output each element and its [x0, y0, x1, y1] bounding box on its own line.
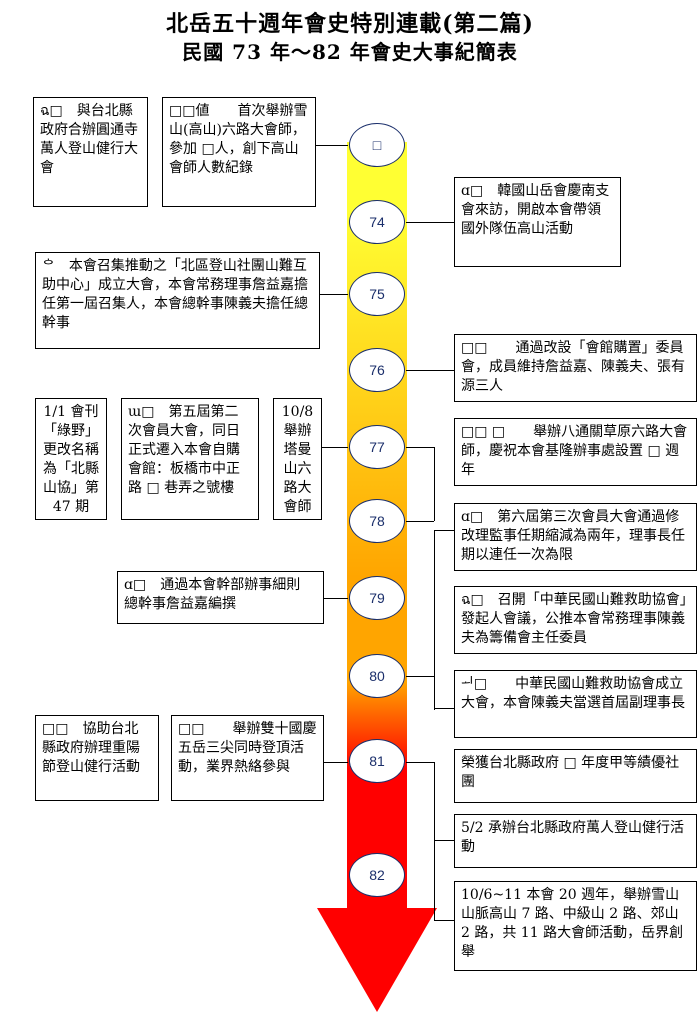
page-subtitle: 民國 73 年～82 年會史大事紀簡表 — [182, 40, 518, 64]
year-circle: 81 — [349, 739, 405, 783]
year-circle: 82 — [349, 853, 405, 897]
event-box-82-a: 5/2 承辦台北縣政府萬人登山健行活動 — [454, 814, 697, 868]
connector-line — [434, 530, 435, 710]
event-box-76: □□ 通過改設「會館購置」委員會，成員維持詹益嘉、陳義夫、張有源三人 — [454, 334, 697, 402]
connector-line — [320, 294, 348, 295]
event-box-82-b: 10/6~11 本會 20 週年，舉辦雪山山脈高山 7 路、中級山 2 路、郊山… — [454, 881, 697, 971]
connector-line — [406, 370, 454, 371]
connector-line — [406, 447, 434, 448]
event-box-81-b: □□ 舉辦雙十國慶五岳三尖同時登頂活動，業界熱絡參與 — [171, 715, 324, 801]
event-box-75: ᅌ 本會召集推動之「北區登山社團山難互助中心」成立大會，本會常務理事詹益嘉擔任第… — [35, 252, 320, 349]
event-box-73-b: □□値 首次舉辦雪山(高山)六路大會師，參加 □人，創下高山會師人數紀錄 — [162, 97, 316, 207]
page-title: 北岳五十週年會史特別連載(第二篇) — [166, 11, 534, 37]
event-box-79-r: ฉ□ 召開「中華民國山難救助協會」發起人會議，公推本會常務理事陳義夫為籌備會主任… — [454, 586, 697, 654]
connector-line — [324, 598, 348, 599]
connector-line — [434, 708, 454, 709]
connector-line — [322, 447, 348, 448]
connector-line — [406, 222, 454, 223]
connector-line — [406, 762, 434, 763]
event-box-77-b: ɯ□ 第五屆第二次會員大會，同日正式遷入本會自購會館：板橋市中正路 □ 巷弄之號… — [121, 398, 259, 520]
event-box-74: ɑ□ 韓國山岳會慶南支會來訪，開啟本會帶領國外隊伍高山活動 — [454, 177, 621, 267]
event-box-79: ɑ□ 通過本會幹部辦事細則 總幹事詹益嘉編撰 — [117, 571, 324, 624]
year-circle: 77 — [349, 425, 405, 469]
event-box-80: ᅬ□ 中華民國山難救助協會成立大會，本會陳義夫當選首屆副理事長 — [454, 670, 697, 738]
event-box-77-c: 10/8 舉辦塔曼山六路大會師 — [273, 398, 322, 520]
connector-line — [406, 676, 434, 677]
event-box-73-a: ฉ□ 與台北縣政府合辦圓通寺萬人登山健行大會 — [33, 97, 148, 207]
year-circle: 79 — [349, 576, 405, 620]
year-circle: 76 — [349, 348, 405, 392]
year-circle: □ — [349, 123, 405, 167]
connector-line — [434, 447, 435, 521]
event-box-81-r: 榮獲台北縣政府 □ 年度甲等績優社團 — [454, 749, 697, 803]
event-box-77-a: 1/1 會刊「綠野」更改名稱為「北縣山協」第 47 期 — [35, 398, 107, 520]
event-box-77: □□ □ 舉辦八通關草原六路大會師，慶祝本會基隆辦事處設置 □ 週年 — [454, 418, 697, 486]
year-circle: 80 — [349, 654, 405, 698]
connector-line — [434, 762, 435, 920]
connector-line — [434, 920, 454, 921]
connector-line — [324, 762, 348, 763]
connector-line — [434, 530, 454, 531]
connector-line — [434, 840, 454, 841]
connector-line — [406, 521, 434, 522]
event-box-78: ɑ□ 第六屆第三次會員大會通過修改理監事任期縮減為兩年，理事長任期以連任一次為限 — [454, 503, 697, 571]
event-box-81-a: □□ 協助台北縣政府辦理重陽節登山健行活動 — [35, 715, 159, 801]
year-circle: 75 — [349, 272, 405, 316]
year-circle: 74 — [349, 200, 405, 244]
year-circle: 78 — [349, 499, 405, 543]
connector-line — [316, 145, 348, 146]
